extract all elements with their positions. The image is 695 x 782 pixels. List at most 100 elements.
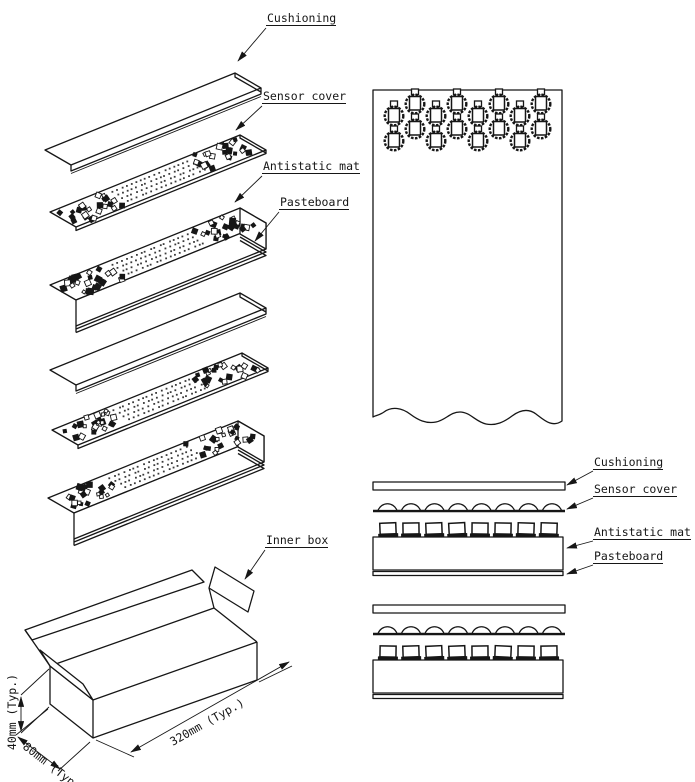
label-side-sensor-cover: Sensor cover [594,482,677,496]
side-cushioning-1 [372,481,566,491]
guide-dot [116,261,119,264]
sensor-mark [82,424,87,429]
guide-dot [135,269,138,272]
guide-dot [169,177,172,180]
label-side-pasteboard: Pasteboard [594,549,663,563]
sensor-dome [541,626,563,635]
guide-dot [153,173,156,176]
guide-dot [161,466,164,468]
guide-dot [128,403,130,405]
guide-dot [124,486,127,489]
sensor-top-view [488,88,510,115]
guide-dot [163,175,165,177]
guide-dot [126,257,128,260]
guide-dot [171,385,173,388]
sensor-mark [93,410,102,420]
label-side-cushioning: Cushioning [594,455,663,469]
sensor-dome [400,503,422,512]
sensor-dome [447,503,469,512]
sensor-mark [109,420,117,428]
sensor-top-view [383,100,405,127]
guide-dot [170,182,173,185]
guide-dot [143,182,146,185]
guide-dot [145,395,148,398]
inner-box-right-flap [208,566,255,613]
guide-dot [196,239,199,242]
sensor-mark [95,491,101,497]
guide-dot [184,380,187,382]
guide-dot [181,457,184,460]
sensor-mark [217,377,224,383]
guide-dot [187,165,190,167]
dim-320mm-text: 320mm (Typ.) [167,695,246,748]
guide-dot [157,401,160,404]
sensor-mark [99,420,105,425]
sensor-mark [68,213,76,221]
guide-dot [124,475,127,478]
sensor-mark [240,362,249,370]
guide-dot [182,462,184,465]
guide-dot [143,463,145,466]
sensor-top-view [530,88,552,115]
guide-dot [150,190,153,193]
sensor-mark [56,209,64,217]
sensor-mark [59,284,68,293]
guide-dot [186,389,188,392]
sensor-mark [211,367,217,373]
guide-dot [176,460,178,462]
sensor-top-view [467,100,489,127]
guide-dot [155,392,157,394]
sensor-mark [119,202,126,209]
guide-dot [153,464,156,467]
sensor-top-view [404,113,426,140]
sensor-mark [85,288,93,295]
sensor-dome [494,503,516,512]
guide-dot [130,183,133,185]
sensor-mark [75,206,83,214]
guide-dot [203,387,206,390]
sensor-mark [233,438,242,447]
guide-dot [165,184,167,187]
guide-dot [160,456,163,458]
guide-dot [125,268,128,271]
guide-dot [170,462,173,465]
guide-dot [156,261,159,263]
guide-dot [159,244,162,247]
guide-dot [129,483,132,486]
guide-dot [152,408,154,411]
sensor-mark [183,441,189,447]
sensor-mark [239,225,247,233]
sensor-mark [102,203,108,210]
sensor-mark [91,284,99,291]
guide-dot [200,389,202,391]
exploded-stack [44,72,269,547]
sensor-top-view [509,100,531,127]
guide-dot [122,415,125,418]
sensor-mark [215,436,220,442]
guide-dot [121,405,124,408]
sensor-mark [84,500,91,507]
guide-dot [119,406,121,409]
sensor-mark [217,361,224,368]
guide-dot [177,169,180,172]
guide-dot [178,251,181,254]
sensor-top-view [488,113,510,140]
guide-dot [169,255,172,258]
guide-dot [164,169,167,172]
label-inner-box: Inner box [266,533,328,547]
guide-dot [181,162,184,165]
guide-dot [161,399,164,402]
sensor-mark [200,231,207,238]
guide-dot [188,383,191,386]
guide-dot [180,386,183,389]
sensor-dome [518,503,539,512]
guide-dot [122,269,125,272]
guide-dot [187,238,190,241]
guide-dot [130,261,133,264]
guide-dot [130,266,133,269]
guide-dot [170,457,173,459]
sensor-dome [400,626,422,635]
sensor-dome [377,503,398,512]
guide-dot [122,191,124,194]
sensor-mark [85,206,93,213]
